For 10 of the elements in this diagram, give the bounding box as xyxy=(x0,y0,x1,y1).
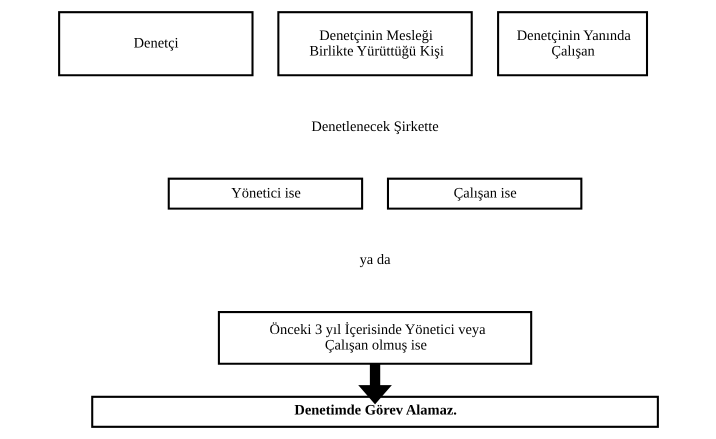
node-box: Denetimde Görev Alamaz. xyxy=(90,396,658,428)
node-box: Önceki 3 yıl İçerisinde Yönetici veya Çalışan olmuş ise xyxy=(217,311,532,365)
node-box: Çalışan ise xyxy=(386,178,582,210)
node-box: Denetçinin Mesleği Birlikte Yürüttüğü Kişi xyxy=(276,11,472,76)
arrow xyxy=(358,364,392,404)
label: ya da xyxy=(359,252,390,268)
node-box: Yönetici ise xyxy=(167,178,363,210)
node-box: Denetçi xyxy=(58,11,254,76)
node-box: Denetçinin Yanında Çalışan xyxy=(496,11,648,76)
label: Denetlenecek Şirkette xyxy=(310,118,438,135)
